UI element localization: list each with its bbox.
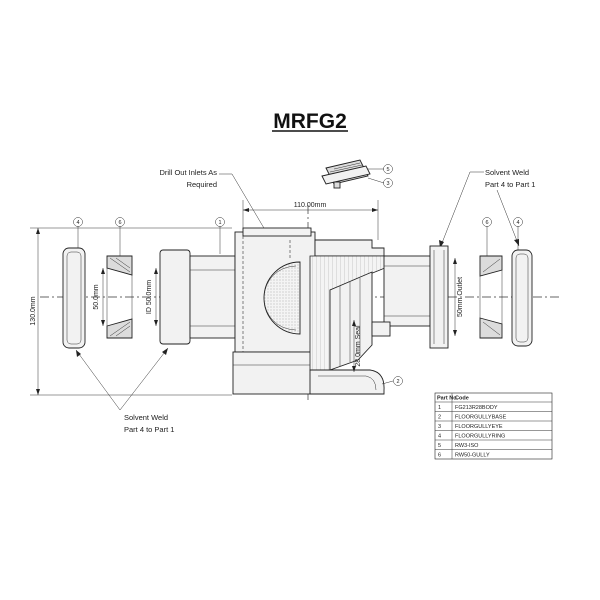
right-coupling-ring: [479, 255, 503, 339]
balloon-body-label: 1: [218, 220, 221, 226]
balloon-right-ring: [482, 217, 492, 227]
dim-top-arrow-right: [372, 208, 378, 212]
dim-seal-arrow-bottom: [352, 366, 356, 372]
solvent-weld-left-leader-b: [119, 347, 169, 411]
dim-inlet-od: 50.0mm: [93, 284, 100, 309]
dim-outlet-arrow-top: [453, 258, 457, 264]
solvent-weld-left-line2: Part 4 to Part 1: [124, 425, 174, 434]
dim-top-width: 110.00mm: [294, 202, 327, 209]
leader-base: [381, 380, 394, 385]
table-header-part: Part No.: [437, 396, 459, 402]
dim-inlet-od-arrow-top: [101, 268, 105, 274]
left-seal-inner: [66, 251, 82, 345]
table-row-5-code: RW3-ISO: [455, 443, 479, 449]
balloon-top-b: [383, 178, 393, 188]
balloon-base-label: 2: [396, 379, 399, 385]
table-row-1-part: 1: [438, 405, 441, 411]
table-row-3-code: FLOORGULLYEYE: [455, 424, 503, 430]
solvent-weld-left-leader-a: [75, 349, 121, 411]
right-seal-inner: [515, 253, 529, 343]
balloon-body: [215, 217, 225, 227]
balloon-top-a: [383, 164, 393, 174]
table-row-5-part: 5: [438, 443, 441, 449]
table-row-2-part: 2: [438, 415, 441, 421]
dim-seal-arrow-top: [352, 320, 356, 326]
solvent-weld-left-arrow-b: [162, 348, 168, 355]
leader-top-b: [367, 177, 385, 184]
dim-height: 130.0mm: [30, 296, 37, 325]
dim-seal: 28.0mm Seal: [355, 325, 362, 367]
solvent-weld-right-line1: Solvent Weld: [485, 168, 529, 177]
drill-out-line2: Required: [187, 180, 217, 189]
left-coupling-ring: [106, 255, 133, 339]
left-seal-ring: [62, 247, 86, 349]
balloon-left-ring: [115, 217, 125, 227]
balloon-top-b-label: 3: [386, 181, 389, 187]
dim-height-arrow-top: [36, 228, 40, 234]
drawing-title: MRFG2: [273, 110, 347, 133]
table-row-6-part: 6: [438, 453, 441, 459]
gully-body: [189, 227, 449, 395]
balloon-right-seal: [513, 217, 523, 227]
solvent-weld-left-line1: Solvent Weld: [124, 413, 168, 422]
parts-table: Part No. Code 1 FG213R28BODY 2 FLOORGULL…: [434, 392, 553, 460]
table-row-3-part: 3: [438, 424, 441, 430]
dim-inlet-od-arrow-bottom: [101, 320, 105, 326]
balloon-left-seal: [73, 217, 83, 227]
balloon-base: [393, 376, 403, 386]
table-row-4-code: FLOORGULLYRING: [455, 434, 505, 440]
solvent-weld-right-leader-b: [496, 189, 520, 247]
dim-height-arrow-bottom: [36, 389, 40, 395]
dim-inlet-id-arrow-bottom: [154, 320, 158, 326]
table-row-2-code: FLOORGULLYBASE: [455, 415, 507, 421]
balloon-left-ring-label: 6: [118, 220, 121, 226]
table-row-6-code: RW50-GULLY: [455, 453, 490, 459]
dim-inlet-id: ID 50.0mm: [146, 280, 153, 314]
dim-outlet-arrow-bottom: [453, 330, 457, 336]
balloon-right-ring-label: 6: [485, 220, 488, 226]
table-header-code: Code: [455, 396, 469, 402]
inlet-spigot: [159, 249, 191, 345]
dim-inlet-id-arrow-top: [154, 268, 158, 274]
solvent-weld-right-leader-a: [439, 171, 484, 249]
table-row-4-part: 4: [438, 434, 441, 440]
balloon-top-a-label: 5: [386, 167, 389, 173]
balloon-right-seal-label: 4: [516, 220, 519, 226]
balloon-left-seal-label: 4: [76, 220, 79, 226]
dim-outlet: 50mm Outlet: [457, 277, 464, 317]
top-grate-part: [321, 159, 371, 189]
drill-out-line1: Drill Out Inlets As: [159, 168, 217, 177]
solvent-weld-right-line2: Part 4 to Part 1: [485, 180, 535, 189]
right-seal-ring: [511, 249, 533, 347]
table-row-1-code: FG213R28BODY: [455, 405, 498, 411]
solvent-weld-left-arrow-a: [76, 350, 81, 357]
dim-top-arrow-left: [243, 208, 249, 212]
